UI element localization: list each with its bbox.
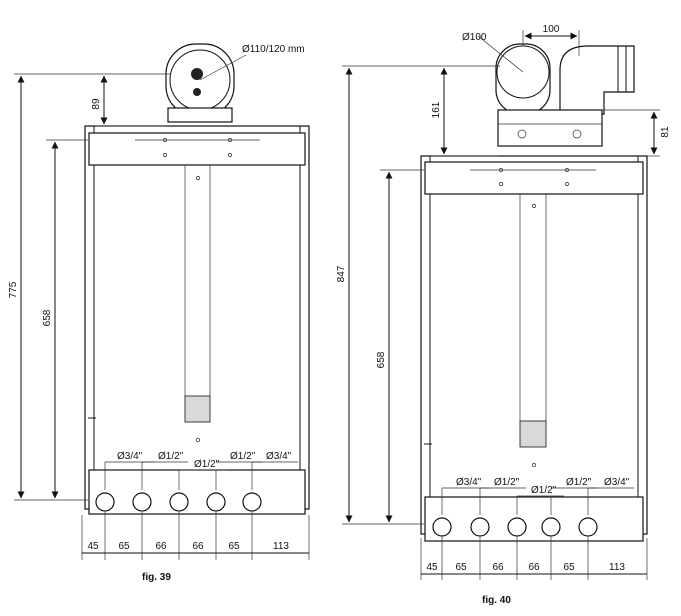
fig40-boiler-body — [420, 155, 648, 542]
fig40-flue-label: Ø100 — [462, 32, 487, 43]
fig39-dim-total-height: 775 — [8, 281, 19, 298]
fig39-pipe-label-4: Ø1/2" — [230, 451, 256, 462]
fig39-bottom-dim-5: 65 — [228, 541, 240, 552]
fig40-bottom-dim-4: 66 — [528, 562, 540, 573]
fig40-flue — [477, 35, 635, 147]
fig40-bottom-dim-2: 65 — [455, 562, 467, 573]
fig40-bottom-dim-5: 65 — [563, 562, 575, 573]
fig39-bottom-dim-6: 113 — [273, 541, 289, 552]
fig40-pipe-label-2: Ø1/2" — [494, 477, 520, 488]
fig39-dim-inner-height: 658 — [42, 309, 53, 326]
fig39-bottom-dimension-line — [81, 512, 310, 560]
fig39-dim-top: 89 — [91, 98, 102, 110]
fig39-flue-label: Ø110/120 mm — [242, 44, 305, 55]
fig39-boiler-body — [84, 125, 310, 515]
figure-39: Ø110/120 mm — [8, 43, 310, 583]
fig39-pipe-label-5: Ø3/4" — [266, 451, 292, 462]
fig40-bottom-dim-3: 66 — [492, 562, 504, 573]
fig40-pipe-label-3: Ø1/2" — [531, 485, 557, 496]
fig40-bottom-dimension-line — [420, 537, 648, 580]
fig40-bottom-dim-6: 113 — [609, 562, 625, 573]
fig39-pipe-label-2: Ø1/2" — [158, 451, 184, 462]
fig39-dimension-lines — [14, 73, 170, 501]
fig40-dimension-lines — [342, 65, 660, 525]
fig39-pipe-label-3: Ø1/2" — [194, 459, 220, 470]
fig40-dim-total-height: 847 — [336, 265, 347, 282]
fig39-bottom-dim-4: 66 — [192, 541, 204, 552]
fig40-pipe-label-5: Ø3/4" — [604, 477, 630, 488]
fig40-bottom-dim-1: 45 — [426, 562, 438, 573]
fig40-flue-spacing-dim — [522, 30, 580, 56]
fig40-caption: fig. 40 — [482, 595, 511, 606]
fig39-caption: fig. 39 — [142, 572, 171, 583]
fig40-dim-adapter: 81 — [660, 126, 671, 138]
fig39-flue — [165, 43, 247, 123]
fig39-bottom-dim-1: 45 — [87, 541, 99, 552]
figure-40: Ø100 100 — [336, 24, 671, 606]
fig39-pipe-label-1: Ø3/4" — [117, 451, 143, 462]
fig40-pipe-label-4: Ø1/2" — [566, 477, 592, 488]
fig40-dim-flue-spacing: 100 — [543, 24, 560, 35]
fig40-pipe-label-1: Ø3/4" — [456, 477, 482, 488]
fig40-dim-top: 161 — [431, 101, 442, 118]
fig39-bottom-dim-2: 65 — [118, 541, 130, 552]
fig39-bottom-dim-3: 66 — [155, 541, 167, 552]
fig40-dim-inner-height: 658 — [376, 351, 387, 368]
